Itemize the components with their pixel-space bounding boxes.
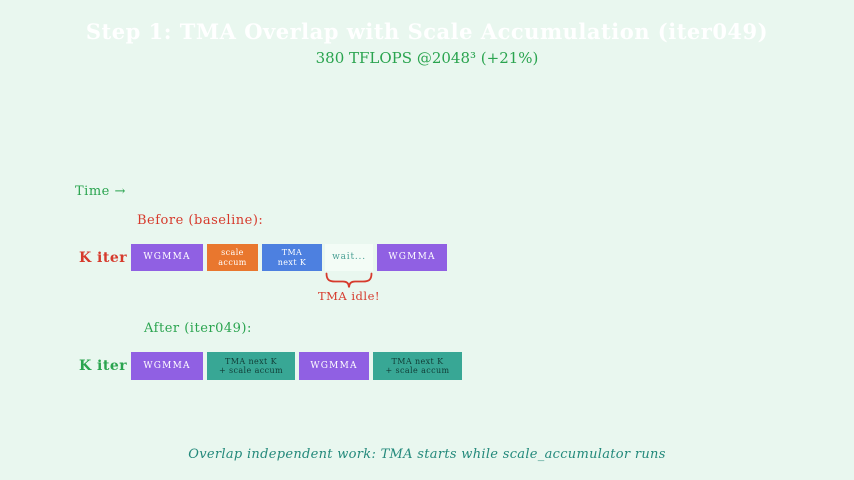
timeline-block-wgmma: WGMMA xyxy=(299,352,369,380)
after-timeline-row: K iter WGMMA TMA next K + scale accum WG… xyxy=(0,352,854,380)
after-heading: After (iter049): xyxy=(144,321,252,336)
underbrace-icon xyxy=(325,272,373,288)
before-row-label-k-iter: K iter xyxy=(79,249,128,266)
before-heading: Before (baseline): xyxy=(137,213,264,228)
timeline-block-tma-next-k: TMA next K xyxy=(262,244,322,271)
before-timeline-row: K iter WGMMA scale accum TMA next K wait… xyxy=(0,244,854,271)
performance-subtitle: 380 TFLOPS @2048³ (+21%) xyxy=(315,49,539,67)
slide-title: Step 1: TMA Overlap with Scale Accumulat… xyxy=(85,19,769,44)
timeline-block-wgmma: WGMMA xyxy=(377,244,447,271)
timeline-block-tma-plus-scale: TMA next K + scale accum xyxy=(207,352,295,380)
timeline-block-wgmma: WGMMA xyxy=(131,352,203,380)
timeline-block-wait: wait... xyxy=(325,244,373,271)
timeline-block-tma-plus-scale: TMA next K + scale accum xyxy=(373,352,462,380)
time-axis-label: Time → xyxy=(75,184,126,199)
timeline-block-scale-accum: scale accum xyxy=(207,244,258,271)
tma-idle-annotation: TMA idle! xyxy=(317,289,381,303)
timeline-block-wgmma: WGMMA xyxy=(131,244,203,271)
footer-note: Overlap independent work: TMA starts whi… xyxy=(188,447,666,462)
after-row-label-k-iter: K iter xyxy=(79,358,128,374)
